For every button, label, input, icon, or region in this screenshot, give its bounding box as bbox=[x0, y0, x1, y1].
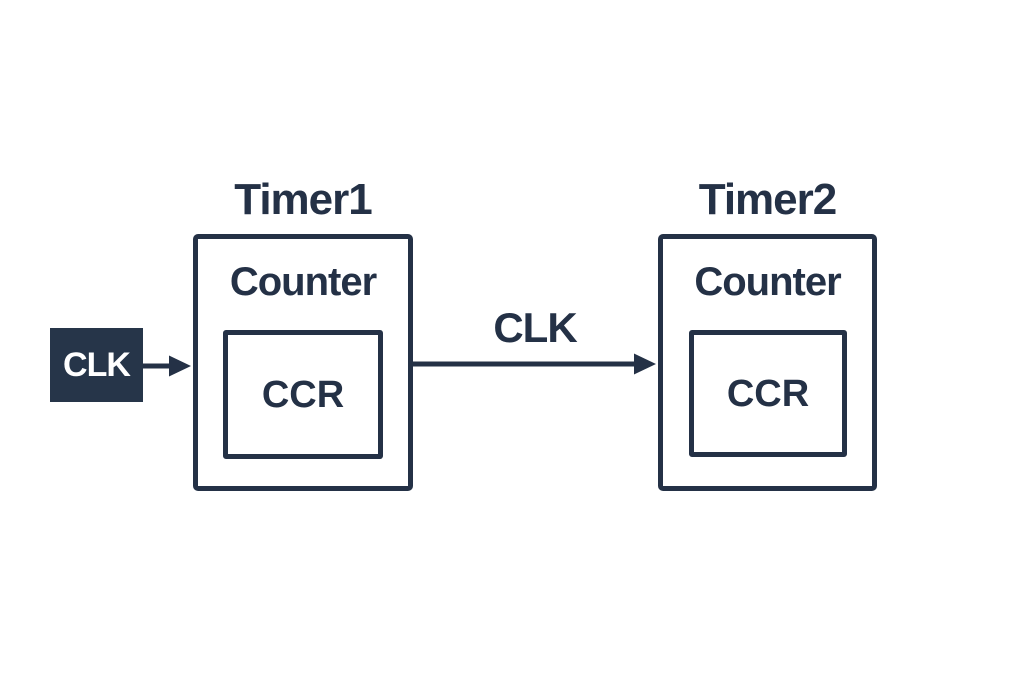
clk-input-arrow bbox=[143, 355, 191, 377]
timer1-title: Timer1 bbox=[234, 175, 373, 224]
timer1-ccr-label: CCR bbox=[261, 373, 345, 416]
timer2-counter-label: Counter bbox=[694, 260, 841, 304]
clk-source-label: CLK bbox=[63, 345, 131, 384]
timer2-title: Timer2 bbox=[698, 175, 838, 224]
clk-signal-arrow bbox=[413, 353, 656, 375]
timer2-ccr-label: CCR bbox=[726, 372, 810, 415]
clk-source-box: CLK bbox=[50, 328, 143, 402]
timer1-ccr-box: CCR bbox=[223, 330, 383, 459]
clk-signal-label: CLK bbox=[493, 304, 577, 351]
timer1-counter-label: Counter bbox=[229, 260, 377, 304]
timer2-ccr-box: CCR bbox=[689, 330, 847, 457]
